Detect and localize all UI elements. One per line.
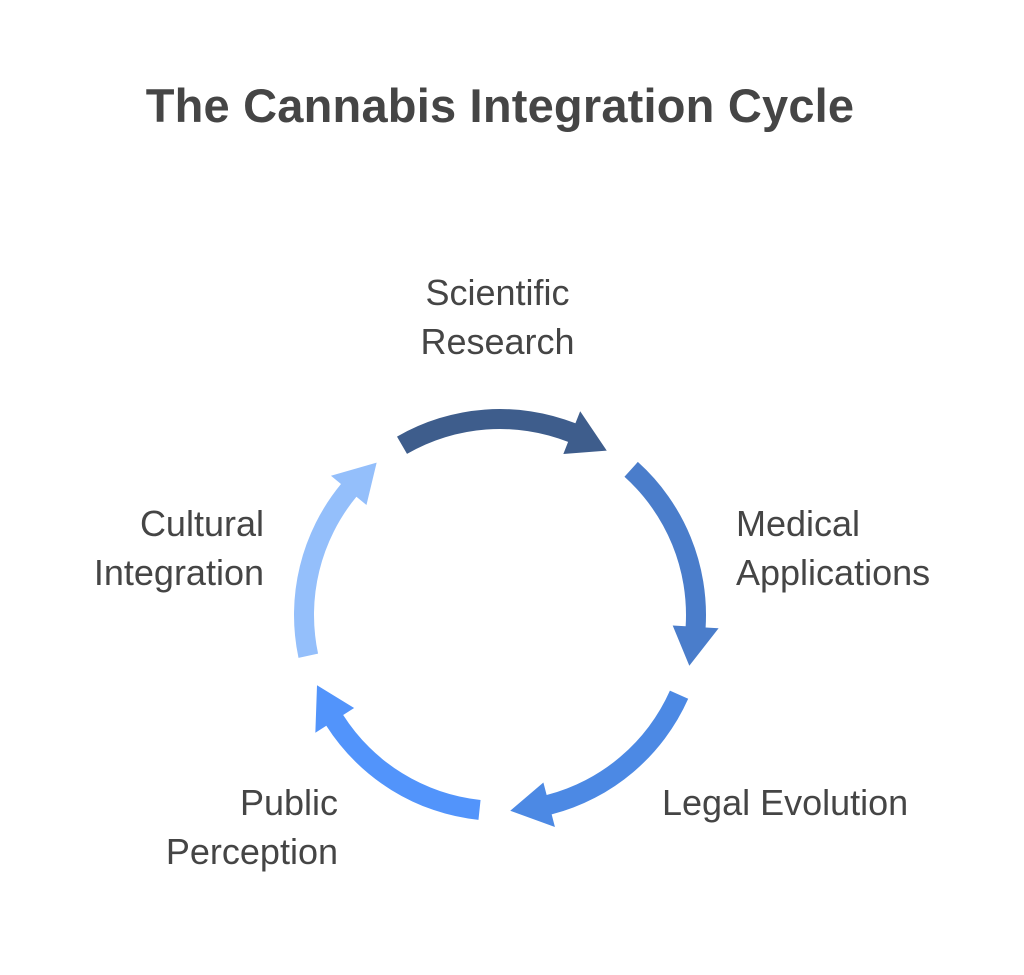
stage-label-line: Research [420, 321, 575, 362]
arrow-research-to-medical [397, 409, 607, 455]
arrow-public-to-cultural [315, 685, 481, 820]
stage-medical-applications: Medical Applications [736, 499, 930, 597]
stage-label-line: Integration [93, 552, 264, 593]
stage-label-line: Perception [165, 831, 338, 872]
stage-label-line: Medical [736, 503, 861, 544]
diagram-title: The Cannabis Integration Cycle [145, 79, 855, 132]
stage-label-line: Legal Evolution [662, 782, 909, 823]
stage-cultural-integration: Cultural Integration [40, 499, 264, 597]
stage-public-perception: Public Perception [120, 778, 338, 876]
arrow-legal-to-public [510, 690, 689, 828]
stage-label-line: Applications [736, 552, 931, 593]
stage-legal-evolution: Legal Evolution [662, 778, 908, 827]
arrow-medical-to-legal [624, 461, 719, 666]
arrow-cultural-to-research [293, 462, 377, 658]
stage-label-line: Cultural [139, 503, 264, 544]
stage-label-line: Public [239, 782, 338, 823]
stage-label-line: Scientific [425, 272, 570, 313]
stage-scientific-research: Scientific Research [380, 268, 615, 366]
